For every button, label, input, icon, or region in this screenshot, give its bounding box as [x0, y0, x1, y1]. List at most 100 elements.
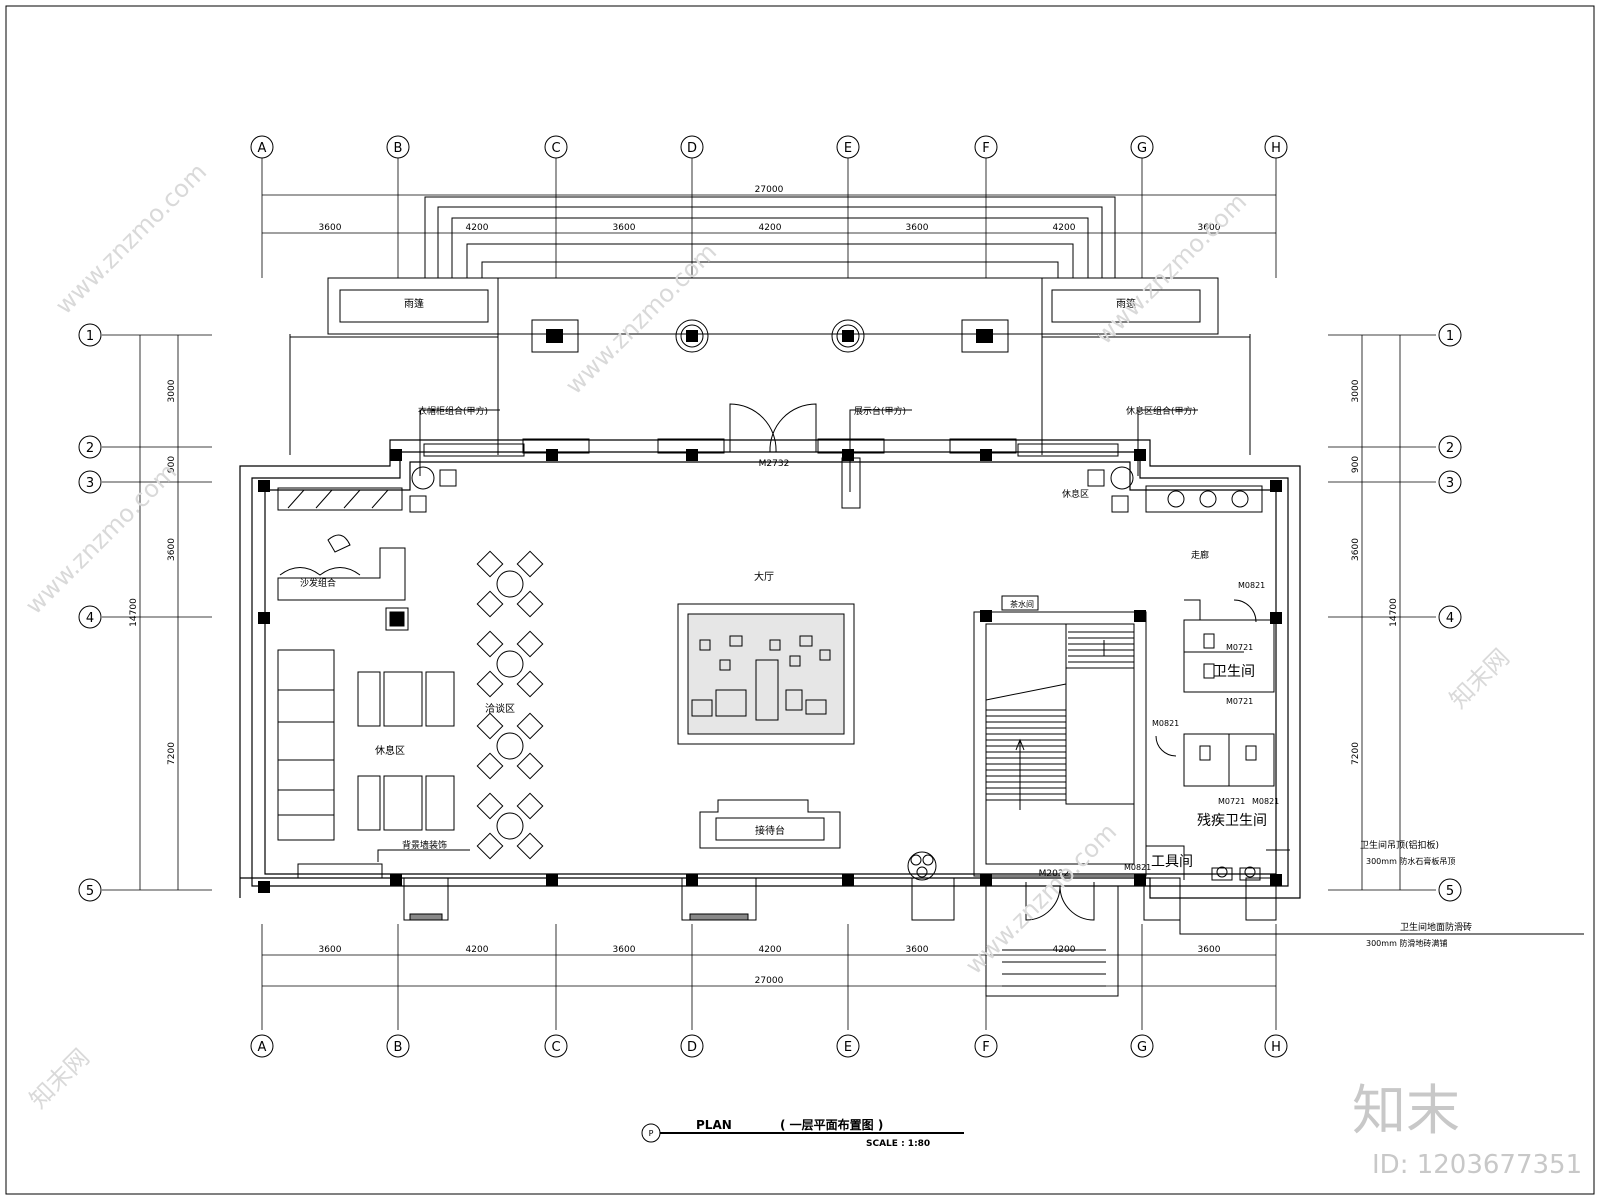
stall-door-code-3: M0721 — [1218, 797, 1245, 806]
dim-bay-bottom-2-label: 3600 — [613, 945, 636, 955]
chair-3-1 — [516, 792, 544, 820]
stair-core — [973, 595, 1147, 877]
dim-bay-top-4-label: 3600 — [906, 223, 929, 233]
utility-door-code: M0821 — [1124, 863, 1151, 872]
chair-1-1 — [516, 630, 544, 658]
grid-label-top-A: A — [258, 141, 267, 156]
rest-area-right-label: 休息区 — [1062, 488, 1089, 500]
grid-bubble-left-2 — [78, 435, 102, 459]
toilet-door-code-3: M0821 — [1252, 797, 1279, 806]
dim-bay-bottom-0-label: 3600 — [319, 945, 342, 955]
chair-1-0 — [476, 630, 504, 658]
grid-bubble-bottom-F — [974, 1034, 998, 1058]
chair-1-3 — [516, 670, 544, 698]
grid-label-top-E: E — [844, 141, 852, 156]
reception-desk — [699, 799, 841, 849]
grid-bubble-top-H — [1264, 135, 1288, 159]
dim-total-width-bottom-label: 27000 — [755, 976, 784, 986]
grid-bubble-bottom-D — [680, 1034, 704, 1058]
chair-2-2 — [476, 752, 504, 780]
dim-bay-top-1-label: 4200 — [466, 223, 489, 233]
chair-0-3 — [516, 590, 544, 618]
grid-label-bottom-D: D — [687, 1040, 697, 1055]
corridor-label: 走廊 — [1191, 549, 1209, 561]
grid-label-top-B: B — [394, 141, 403, 156]
negotiation-tables — [476, 550, 544, 860]
grid-bubble-top-C — [544, 135, 568, 159]
dim-total-width-top-label: 27000 — [755, 185, 784, 195]
dim-row-left-0-label: 3000 — [167, 379, 177, 402]
bottom-note-line1: 卫生间地面防滑砖 — [1400, 921, 1472, 933]
toilet-label: 卫生间 — [1213, 664, 1255, 680]
grid-bubble-right-1 — [1438, 323, 1462, 347]
negotiation-area-label: 洽谈区 — [485, 702, 515, 715]
bottom-note-line2: 300mm 防滑地砖满铺 — [1366, 938, 1447, 948]
dim-bay-top-6-label: 3600 — [1198, 223, 1221, 233]
chair-2-3 — [516, 752, 544, 780]
toilet-door-code-1: M0821 — [1238, 581, 1265, 590]
right-rest-furniture — [1087, 466, 1263, 513]
grid-bubble-top-A — [250, 135, 274, 159]
grid-bubble-top-G — [1130, 135, 1154, 159]
grid-label-bottom-C: C — [551, 1040, 560, 1055]
right-note-line2: 300mm 防水石膏板吊顶 — [1366, 856, 1455, 866]
dim-row-right-0-label: 3000 — [1351, 379, 1361, 402]
right-note-line1: 卫生间吊顶(铝扣板) — [1360, 839, 1439, 851]
grid-bubble-top-B — [386, 135, 410, 159]
grid-label-right-2: 2 — [1446, 441, 1454, 456]
grid-label-left-4: 4 — [86, 611, 94, 626]
grid-label-top-H: H — [1271, 141, 1281, 156]
disabled-toilet-label: 残疾卫生间 — [1197, 813, 1267, 829]
left-cabinet-note: 衣帽柜组合(甲方) — [418, 405, 488, 417]
table-2 — [496, 732, 524, 760]
dim-row-right-2-label: 3600 — [1351, 538, 1361, 561]
dim-bay-bottom-3-label: 4200 — [759, 945, 782, 955]
title-label: PLAN — [696, 1118, 732, 1132]
side-entrance — [985, 882, 1119, 997]
reception-desk-label: 接待台 — [755, 824, 785, 837]
canopy-left-label: 雨篷 — [404, 297, 424, 310]
grid-label-right-5: 5 — [1446, 884, 1454, 899]
left-bench — [297, 849, 470, 879]
chair-2-1 — [516, 712, 544, 740]
title-name: ( 一层平面布置图 ) — [780, 1117, 883, 1132]
top-leaders — [419, 409, 1198, 509]
chair-2-0 — [476, 712, 504, 740]
left-sofas — [277, 649, 455, 841]
grid-bubble-bottom-E — [836, 1034, 860, 1058]
bottom-windows — [403, 877, 1277, 921]
rest-area-left-label: 休息区 — [375, 744, 405, 757]
dim-total-depth-left-label: 14700 — [129, 598, 139, 627]
grid-label-top-G: G — [1137, 141, 1147, 156]
chair-0-1 — [516, 550, 544, 578]
grid-bubble-right-4 — [1438, 605, 1462, 629]
grid-bubble-top-F — [974, 135, 998, 159]
dim-bay-bottom-6-label: 3600 — [1198, 945, 1221, 955]
dim-row-left-3-label: 7200 — [167, 742, 177, 765]
grid-bubble-left-4 — [78, 605, 102, 629]
chair-1-2 — [476, 670, 504, 698]
grid-bubble-right-5 — [1438, 878, 1462, 902]
dim-row-left-2-label: 3600 — [167, 538, 177, 561]
top-windows — [423, 438, 1119, 457]
grid-bubble-left-3 — [78, 470, 102, 494]
lobby-label: 大厅 — [754, 570, 774, 583]
grid-label-bottom-E: E — [844, 1040, 852, 1055]
stall-door-code-1: M0721 — [1226, 643, 1253, 652]
dim-bay-top-3-label: 4200 — [759, 223, 782, 233]
chair-3-3 — [516, 832, 544, 860]
dim-row-right-1-label: 900 — [1351, 456, 1361, 473]
grid-label-bottom-B: B — [394, 1040, 403, 1055]
side-door-code: M2032 — [1039, 869, 1070, 879]
dim-bay-top-5-label: 4200 — [1053, 223, 1076, 233]
grid-label-left-3: 3 — [86, 476, 94, 491]
grid-bubble-bottom-A — [250, 1034, 274, 1058]
dim-total-depth-right-label: 14700 — [1389, 598, 1399, 627]
grid-bubble-top-E — [836, 135, 860, 159]
table-3 — [496, 812, 524, 840]
grid-label-bottom-G: G — [1137, 1040, 1147, 1055]
grid-label-bottom-A: A — [258, 1040, 267, 1055]
grid-label-right-1: 1 — [1446, 329, 1454, 344]
tea-room-label: 茶水间 — [1010, 599, 1034, 609]
